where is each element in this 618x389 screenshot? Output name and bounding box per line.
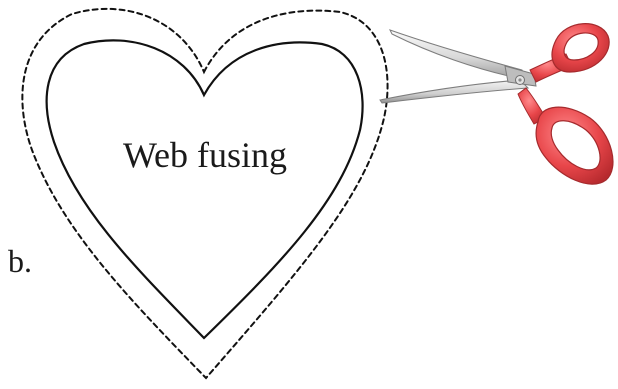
part-label: b. (8, 243, 32, 280)
heart-label-text: Web fusing (70, 134, 340, 176)
solid-outline-heart (47, 40, 363, 338)
scissors-icon (380, 24, 613, 184)
